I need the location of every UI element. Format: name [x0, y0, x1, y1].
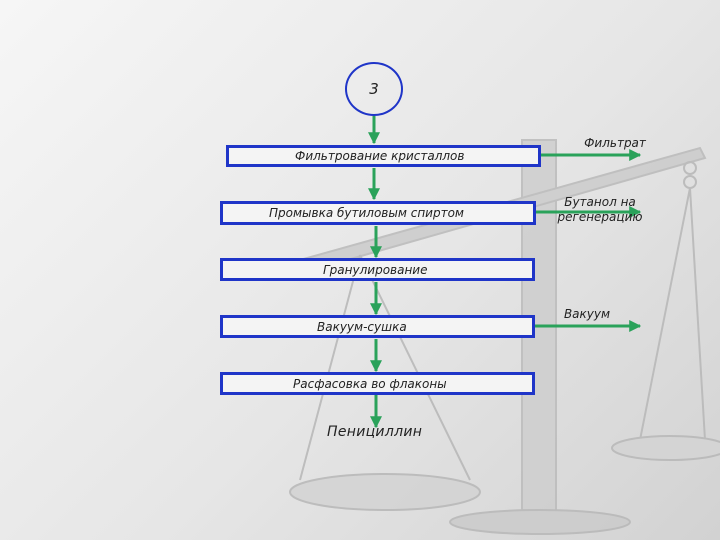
- stage-box-filtration: Фильтрование кристаллов: [226, 145, 541, 167]
- stage-label: Вакуум-сушка: [317, 319, 407, 334]
- stage-label: Расфасовка во флаконы: [293, 376, 447, 391]
- stage-label: Гранулирование: [323, 262, 428, 277]
- stage-box-washing: Промывка бутиловым спиртом: [220, 201, 536, 225]
- step-number: 3: [369, 80, 379, 98]
- stage-label: Фильтрование кристаллов: [295, 149, 465, 163]
- final-product-label: Пенициллин: [327, 424, 423, 440]
- step-number-circle: 3: [345, 62, 403, 116]
- stage-label: Промывка бутиловым спиртом: [269, 206, 464, 220]
- stage-box-vacuum-drying: Вакуум-сушка: [220, 315, 535, 338]
- output-label-vacuum: Вакуум: [563, 307, 611, 321]
- output-label-filtrate: Фильтрат: [584, 136, 646, 150]
- stage-box-packaging: Расфасовка во флаконы: [220, 372, 535, 395]
- output-label-butanol: Бутанол на регенерацию: [557, 195, 643, 224]
- stage-box-granulation: Гранулирование: [220, 258, 535, 281]
